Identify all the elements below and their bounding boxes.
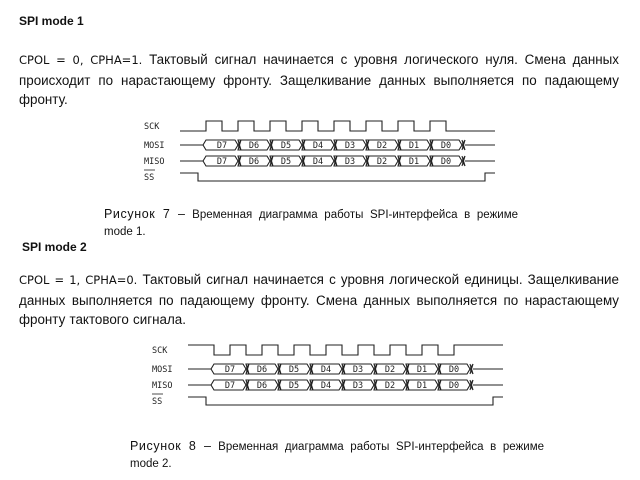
miso-bit-d6: D6: [249, 157, 259, 167]
miso-bit-d7: D7: [217, 157, 227, 167]
mosi-bit-d1: D1: [409, 141, 419, 151]
figure8-caption-text: Временная диаграмма работы SPI-интерфейс…: [130, 441, 544, 470]
mosi-bit-d2: D2: [377, 141, 387, 151]
figure7-caption-prefix: Рисунок 7 –: [104, 207, 186, 221]
section2-description: Тактовый сигнал начинается с уровня логи…: [19, 272, 619, 327]
signal-label-miso: MISO: [152, 381, 172, 391]
miso-bit-d4: D4: [313, 157, 323, 167]
miso-bit-d5: D5: [281, 157, 291, 167]
sck-waveform: [180, 120, 495, 132]
section2-heading: SPI mode 2: [22, 240, 87, 254]
section1-heading: SPI mode 1: [19, 14, 84, 28]
signal-label-miso: MISO: [144, 157, 164, 167]
mosi-bit-d0: D0: [449, 365, 459, 375]
mosi-bit-d4: D4: [321, 365, 331, 375]
miso-bit-d6: D6: [257, 381, 267, 391]
mosi-bit-d3: D3: [345, 141, 355, 151]
sck-waveform: [188, 344, 503, 356]
mosi-bit-d0: D0: [441, 141, 451, 151]
mosi-bit-d2: D2: [385, 365, 395, 375]
section1-description: Тактовый сигнал начинается с уровня логи…: [19, 52, 619, 107]
section2-param: CPOL = 1, CPHA=0.: [19, 273, 138, 287]
mosi-bit-d6: D6: [249, 141, 259, 151]
section1-paragraph: CPOL = 0, CPHA=1. Тактовый сигнал начина…: [19, 50, 619, 110]
figure8-caption: Рисунок 8 – Временная диаграмма работы S…: [130, 438, 544, 473]
mosi-bit-d5: D5: [281, 141, 291, 151]
mosi-bit-d5: D5: [289, 365, 299, 375]
section2-paragraph: CPOL = 1, CPHA=0. Тактовый сигнал начина…: [19, 270, 619, 330]
mosi-bus-bottom: [210, 363, 474, 375]
mosi-bit-d7: D7: [217, 141, 227, 151]
miso-bus-bottom: [210, 379, 474, 391]
miso-bit-d0: D0: [441, 157, 451, 167]
signal-label-sck: SCK: [144, 122, 160, 132]
section1-param: CPOL = 0, CPHA=1.: [19, 53, 143, 67]
miso-bit-d4: D4: [321, 381, 331, 391]
miso-bit-d2: D2: [377, 157, 387, 167]
miso-bit-d0: D0: [449, 381, 459, 391]
miso-bit-d7: D7: [225, 381, 235, 391]
signal-label-sck: SCK: [152, 346, 168, 356]
signal-label-ss: SS: [144, 173, 154, 183]
ss-waveform: [180, 172, 495, 182]
signal-label-ss: SS: [152, 397, 162, 407]
miso-bit-d1: D1: [417, 381, 427, 391]
signal-label-mosi: MOSI: [152, 365, 172, 375]
miso-bit-d3: D3: [345, 157, 355, 167]
mosi-bit-d1: D1: [417, 365, 427, 375]
mosi-bit-d4: D4: [313, 141, 323, 151]
figure8-caption-prefix: Рисунок 8 –: [130, 439, 212, 453]
miso-bit-d3: D3: [353, 381, 363, 391]
miso-bit-d5: D5: [289, 381, 299, 391]
miso-bit-d1: D1: [409, 157, 419, 167]
miso-bus-bottom: [202, 155, 466, 167]
mosi-bus-bottom: [202, 139, 466, 151]
miso-bit-d2: D2: [385, 381, 395, 391]
signal-label-mosi: MOSI: [144, 141, 164, 151]
mosi-bit-d7: D7: [225, 365, 235, 375]
mosi-bit-d6: D6: [257, 365, 267, 375]
mosi-bit-d3: D3: [353, 365, 363, 375]
figure7-caption: Рисунок 7 – Временная диаграмма работы S…: [104, 206, 518, 241]
ss-waveform: [188, 396, 503, 406]
figure7-caption-text: Временная диаграмма работы SPI-интерфейс…: [104, 209, 518, 238]
